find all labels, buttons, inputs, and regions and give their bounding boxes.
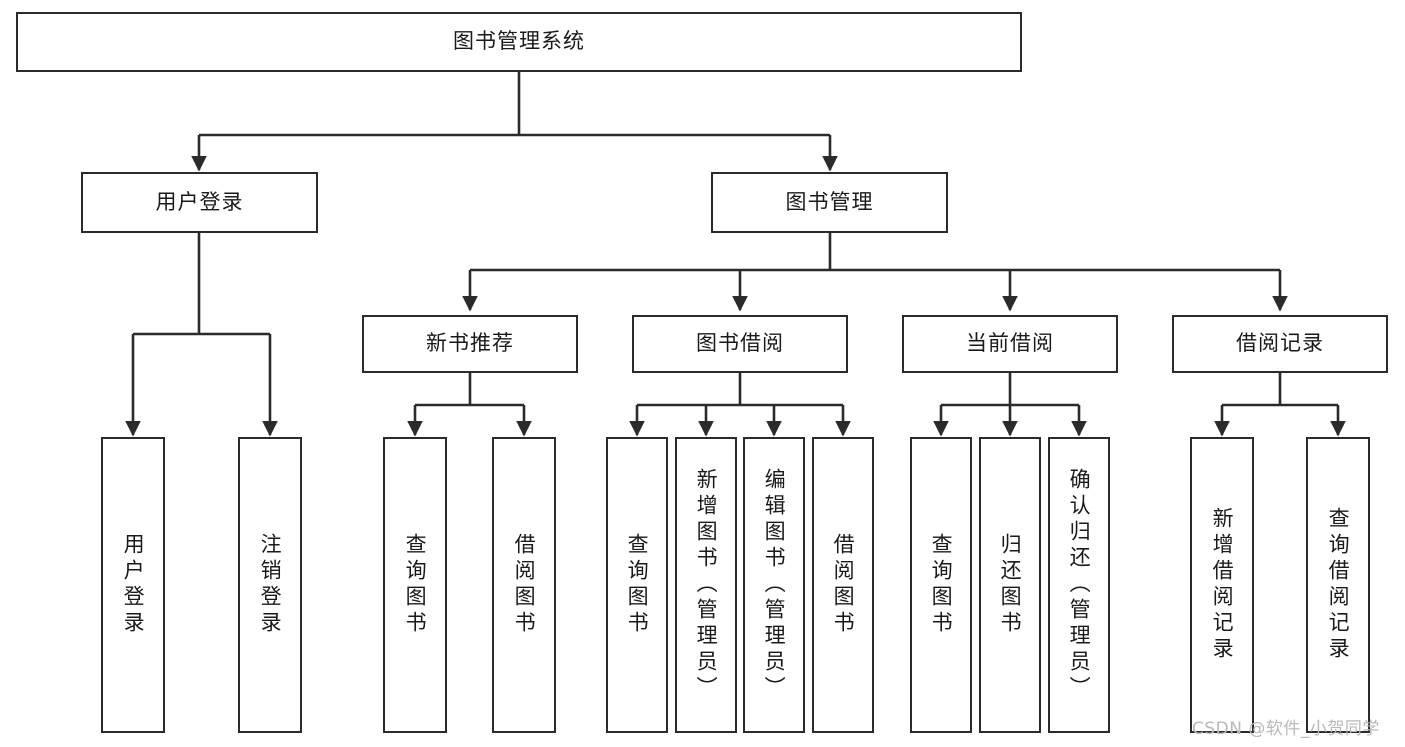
node-book-borrow[interactable]: 图书借阅 [632,315,848,373]
node-book-manage[interactable]: 图书管理 [711,172,948,233]
leaf-user-login[interactable]: 用户登录 [101,437,165,733]
node-borrow-record-label: 借阅记录 [1236,331,1324,356]
leaf-bb-borrow-book[interactable]: 借阅图书 [812,437,874,733]
leaf-bb-edit-book[interactable]: 编辑图书（管理员） [743,437,805,733]
leaf-cb-confirm-return[interactable]: 确认归还（管理员） [1048,437,1110,733]
leaf-br-query-record[interactable]: 查询借阅记录 [1306,437,1370,733]
leaf-cb-query-book-label: 查询图书 [929,533,954,637]
leaf-br-add-record[interactable]: 新增借阅记录 [1190,437,1254,733]
leaf-bb-borrow-book-label: 借阅图书 [831,533,856,637]
leaf-cb-return-book-label: 归还图书 [998,533,1023,637]
leaf-bb-query-book-label: 查询图书 [625,533,650,637]
leaf-nb-borrow-book-label: 借阅图书 [512,533,537,637]
leaf-cb-confirm-return-label: 确认归还（管理员） [1067,468,1092,702]
node-current-borrow-label: 当前借阅 [966,331,1054,356]
node-book-borrow-label: 图书借阅 [696,331,784,356]
leaf-br-query-record-label: 查询借阅记录 [1326,507,1351,663]
leaf-nb-query-book-label: 查询图书 [403,533,428,637]
leaf-cb-return-book[interactable]: 归还图书 [979,437,1041,733]
node-borrow-record[interactable]: 借阅记录 [1172,315,1388,373]
leaf-nb-borrow-book[interactable]: 借阅图书 [492,437,556,733]
node-new-book-recommend-label: 新书推荐 [426,331,514,356]
leaf-bb-edit-book-label: 编辑图书（管理员） [762,468,787,702]
node-new-book-recommend[interactable]: 新书推荐 [362,315,578,373]
node-book-manage-label: 图书管理 [785,189,874,214]
leaf-bb-add-book[interactable]: 新增图书（管理员） [675,437,737,733]
node-user-login-label: 用户登录 [155,189,244,214]
leaf-cb-query-book[interactable]: 查询图书 [910,437,972,733]
leaf-bb-query-book[interactable]: 查询图书 [606,437,668,733]
leaf-bb-add-book-label: 新增图书（管理员） [694,468,719,702]
node-root[interactable]: 图书管理系统 [16,12,1022,72]
node-root-label: 图书管理系统 [453,29,585,54]
node-current-borrow[interactable]: 当前借阅 [902,315,1118,373]
leaf-nb-query-book[interactable]: 查询图书 [383,437,447,733]
leaf-logout-label: 注销登录 [258,533,283,637]
leaf-user-login-label: 用户登录 [121,533,146,637]
leaf-logout[interactable]: 注销登录 [238,437,302,733]
leaf-br-add-record-label: 新增借阅记录 [1210,507,1235,663]
node-user-login[interactable]: 用户登录 [81,172,318,233]
